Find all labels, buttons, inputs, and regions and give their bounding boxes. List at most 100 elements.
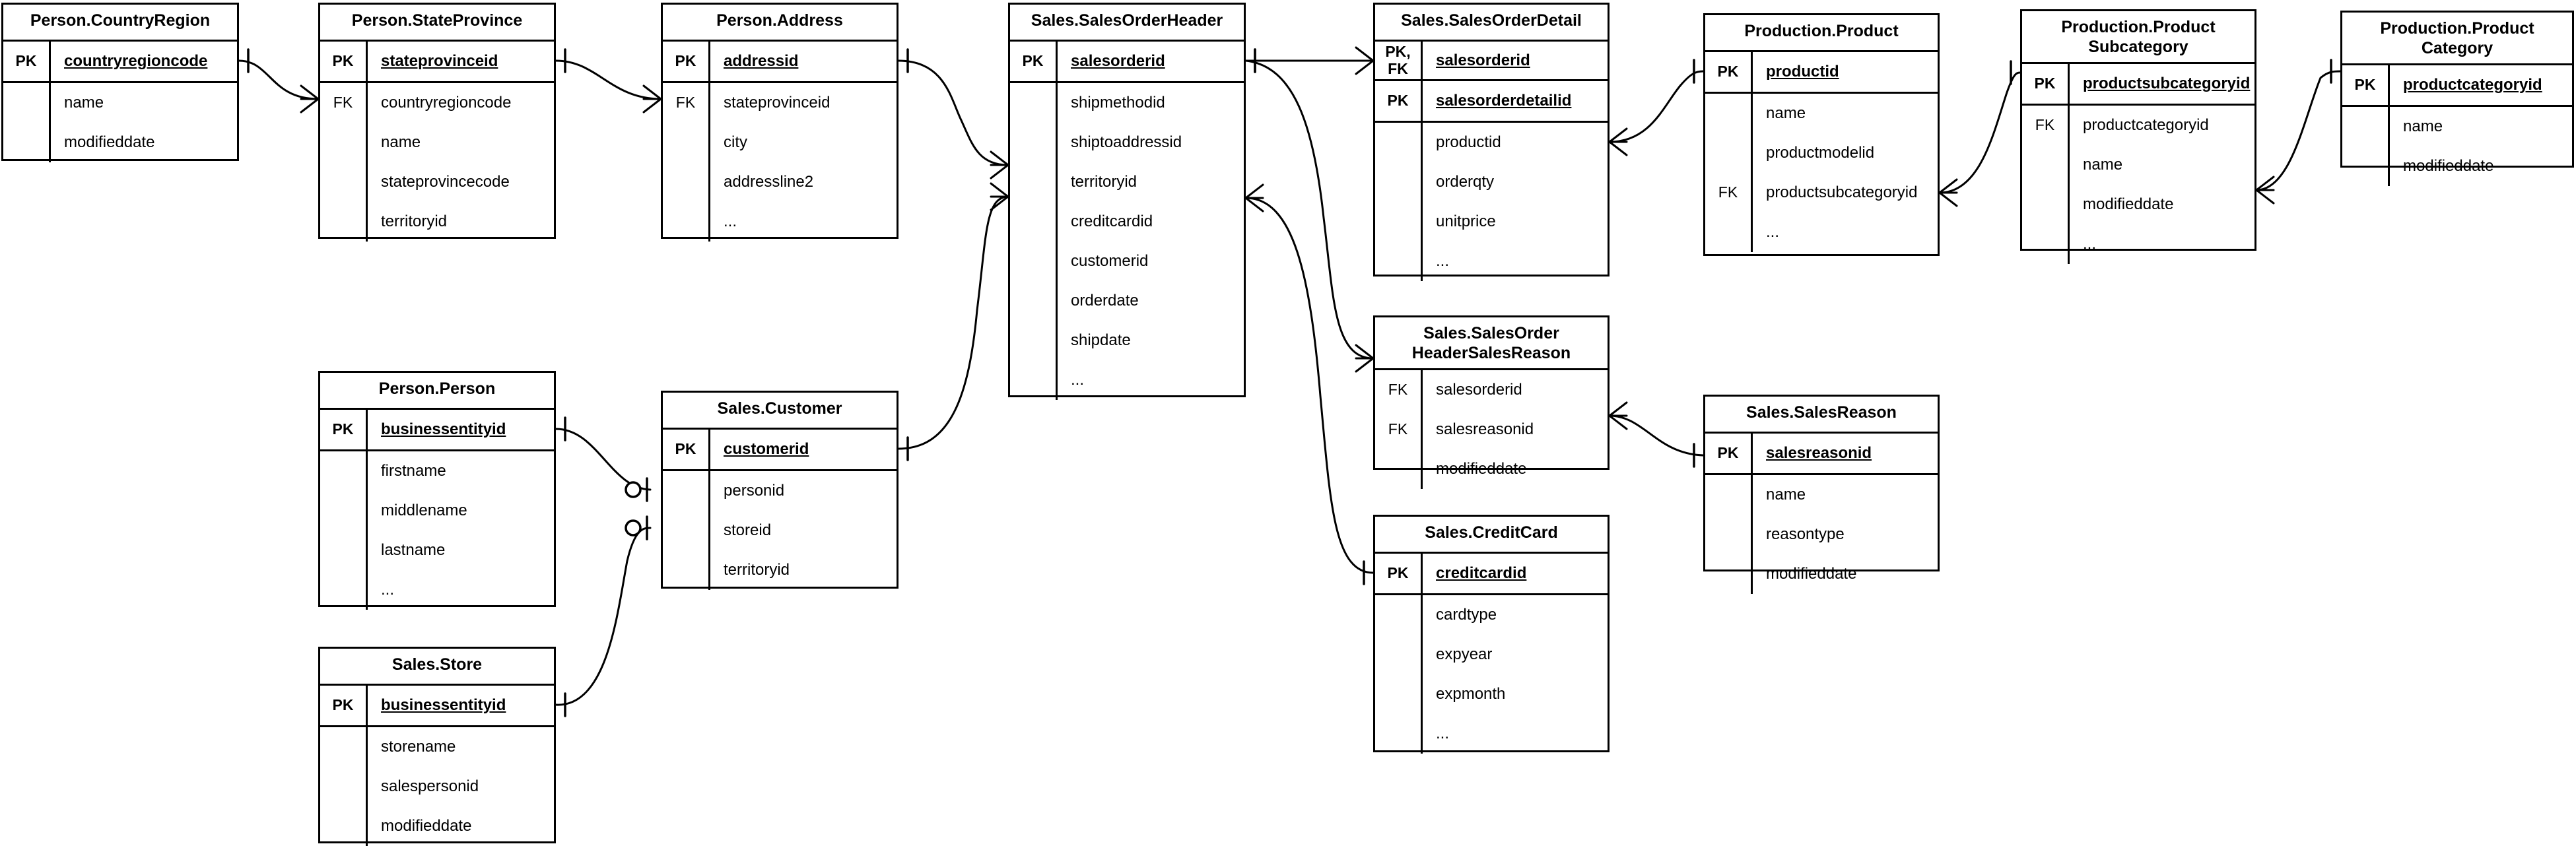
attribute-row: shipdate (1010, 321, 1244, 360)
attribute-name: middlename (381, 502, 467, 519)
relationship-store-to-customer (555, 515, 652, 717)
attribute-name: productcategoryid (2083, 116, 2209, 134)
attribute-name: reasontype (1766, 525, 1845, 543)
attribute-name: lastname (381, 541, 446, 559)
key-indicator: FK (1375, 370, 1423, 410)
key-indicator: PK (3, 42, 51, 81)
attribute-name: modifieddate (2403, 157, 2494, 175)
attribute-row: FK productcategoryid (2022, 106, 2254, 145)
attribute-name: salesreasonid (1436, 420, 1534, 438)
attribute-row: customerid (1010, 242, 1244, 281)
key-indicator: PK (320, 686, 368, 725)
key-indicator (1375, 595, 1423, 635)
entity-title: Sales.Customer (663, 393, 897, 430)
attribute-name: name (2083, 156, 2123, 174)
key-indicator (1705, 475, 1753, 515)
attribute-row: storename (320, 727, 554, 767)
attribute-row: modifieddate (320, 806, 554, 846)
attribute-row: productid (1375, 123, 1608, 162)
attribute-row: lastname (320, 531, 554, 570)
entity-title: Sales.SalesOrder HeaderSalesReason (1375, 317, 1608, 370)
entity-title: Person.CountryRegion (3, 5, 237, 42)
attribute-row: ... (1375, 714, 1608, 754)
relationship-salesorderheader-to-salesorderheadersalesreason (1244, 48, 1374, 373)
attribute-name: name (1766, 486, 1806, 504)
attribute-row: productmodelid (1705, 133, 1938, 173)
attribute-row: ... (663, 202, 897, 242)
key-indicator (3, 123, 51, 162)
attribute-name: unitprice (1436, 212, 1496, 230)
entity-title: Sales.CreditCard (1375, 517, 1608, 554)
relationship-productsubcategory-to-productcategory (2255, 59, 2342, 205)
attribute-name: productsubcategoryid (2083, 75, 2251, 92)
attribute-row: ... (320, 570, 554, 610)
attribute-name: customerid (1071, 252, 1149, 270)
attribute-row: city (663, 123, 897, 162)
entity-title: Production.Product Category (2342, 13, 2572, 65)
attribute-name: city (724, 133, 747, 151)
attribute-name: ... (381, 581, 395, 599)
attribute-row: modifieddate (2342, 146, 2572, 186)
key-indicator: FK (2022, 106, 2070, 145)
attribute-name: businessentityid (381, 696, 506, 714)
attribute-name: shipdate (1071, 331, 1131, 349)
relationship-customer-to-salesorderheader (897, 182, 1009, 461)
attribute-row: expyear (1375, 635, 1608, 674)
key-indicator (1375, 674, 1423, 714)
attribute-name: productsubcategoryid (1766, 183, 1918, 201)
key-indicator (1375, 635, 1423, 674)
attribute-name: salesorderdetailid (1436, 92, 1572, 110)
attribute-name: addressid (724, 52, 799, 70)
attribute-row: modifieddate (1375, 449, 1608, 489)
attribute-name: businessentityid (381, 420, 506, 438)
entity-title: Person.StateProvince (320, 5, 554, 42)
attribute-name: modifieddate (64, 133, 155, 151)
key-indicator (1010, 321, 1058, 360)
key-indicator (320, 491, 368, 531)
attribute-name: customerid (724, 440, 809, 458)
attribute-name: ... (1436, 725, 1450, 742)
attribute-name: creditcardid (1436, 564, 1527, 582)
attribute-name: personid (724, 482, 785, 500)
attribute-name: expyear (1436, 645, 1493, 663)
attribute-name: cardtype (1436, 606, 1497, 624)
attribute-name: modifieddate (1436, 460, 1527, 478)
relationship-person-to-customer (555, 416, 652, 502)
attribute-name: territoryid (724, 561, 790, 579)
key-indicator (663, 511, 710, 550)
attribute-name: ... (2083, 235, 2097, 253)
entity-title: Sales.SalesReason (1705, 397, 1938, 434)
key-indicator (663, 162, 710, 202)
attribute-name: creditcardid (1071, 212, 1153, 230)
attribute-row: addressline2 (663, 162, 897, 202)
